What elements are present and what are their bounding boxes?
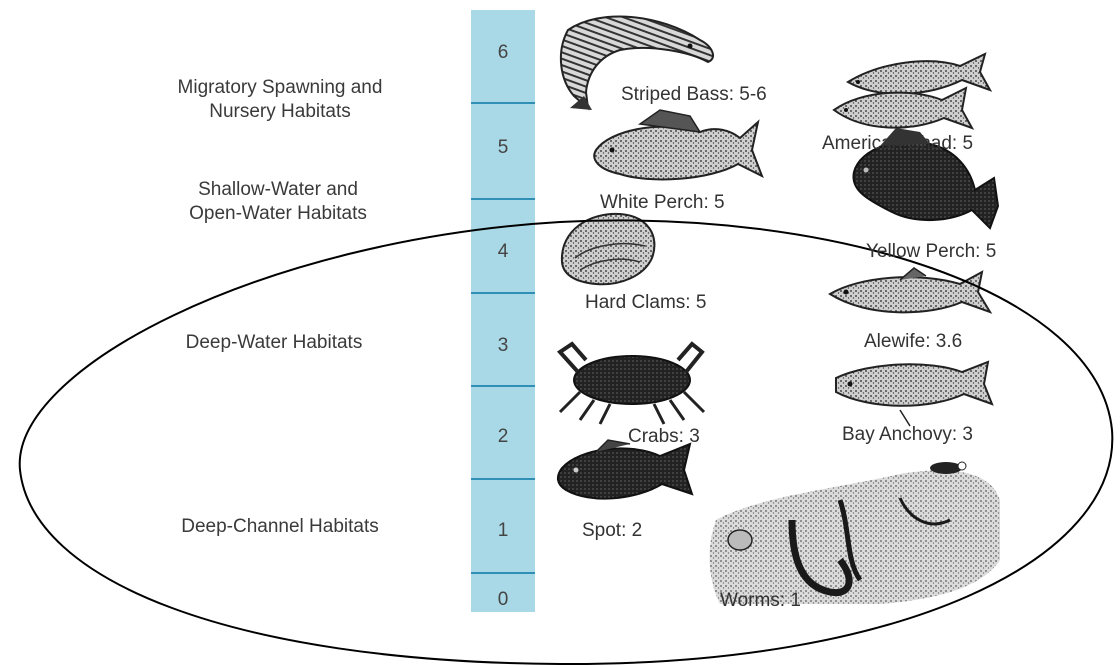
- label-spot: Spot: 2: [582, 520, 642, 542]
- label-striped-bass: Striped Bass: 5-6: [621, 84, 767, 106]
- label-hard-clams: Hard Clams: 5: [585, 292, 706, 314]
- label-bay-anchovy: Bay Anchovy: 3: [842, 424, 973, 446]
- alewife-illustration: [830, 268, 990, 312]
- worms-sediment-illustration: [710, 462, 1000, 604]
- crab-illustration: [560, 344, 704, 424]
- label-white-perch: White Perch: 5: [600, 192, 725, 214]
- label-yellow-perch: Yellow Perch: 5: [866, 241, 996, 263]
- label-crabs: Crabs: 3: [628, 426, 700, 448]
- bay-anchovy-illustration: [836, 362, 992, 426]
- label-worms: Worms: 1: [720, 590, 801, 612]
- label-american-shad: American Shad: 5: [822, 133, 973, 155]
- spot-fish-illustration: [558, 440, 692, 499]
- white-perch-illustration: [594, 110, 762, 179]
- label-alewife: Alewife: 3.6: [864, 331, 962, 353]
- hard-clam-illustration: [562, 214, 655, 284]
- american-shad-illustration: [834, 54, 990, 128]
